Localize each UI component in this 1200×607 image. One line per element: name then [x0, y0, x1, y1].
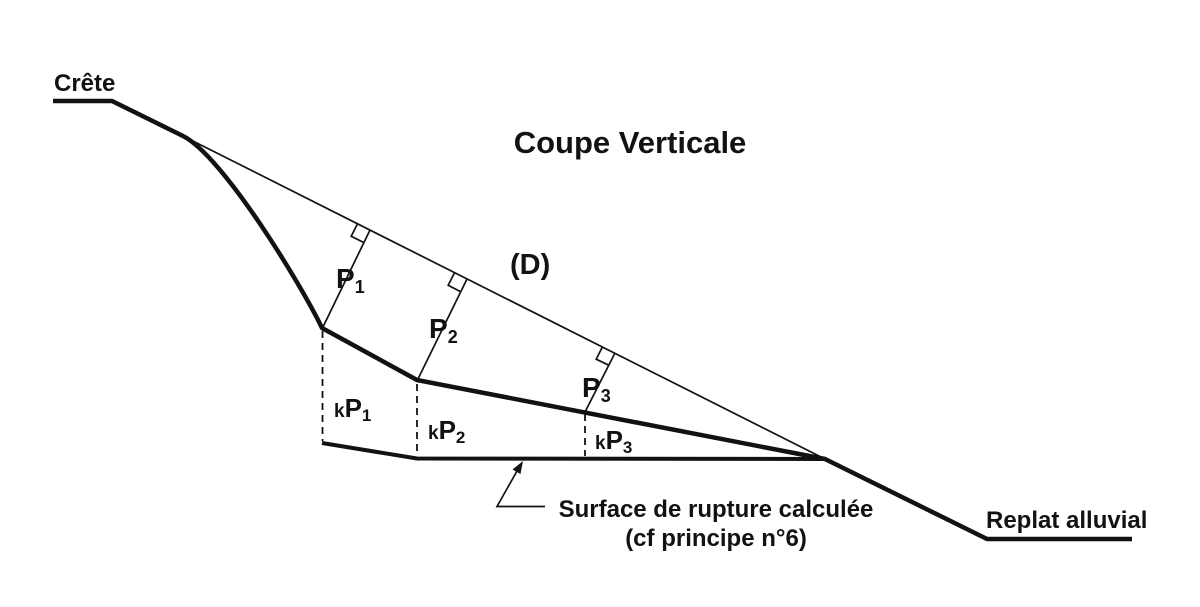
kp1-label: kP1 [334, 393, 371, 425]
failure-surface-caption-line1: Surface de rupture calculée [559, 496, 874, 523]
crete-label: Crête [54, 70, 115, 97]
p3-segment [584, 352, 616, 413]
failure-surface-line [321, 441, 826, 461]
page-title: Coupe Verticale [514, 125, 747, 160]
p1-segment [321, 229, 371, 330]
line-d-label: (D) [510, 249, 550, 281]
p2-label: P2 [429, 313, 458, 347]
terrain-profile-line [53, 98, 1132, 542]
kp3-label: kP3 [595, 425, 632, 457]
caption-leader-line [495, 470, 545, 508]
right-angle-marker-1 [350, 223, 365, 244]
replat-alluvial-label: Replat alluvial [986, 507, 1147, 534]
p3-label: P3 [582, 372, 611, 406]
kp2-label: kP2 [428, 415, 465, 447]
p2-segment [416, 278, 468, 382]
caption-leader-arrowhead [512, 461, 523, 474]
line-d [182, 135, 826, 460]
right-angle-marker-2 [447, 272, 462, 293]
failure-surface-caption-line2: (cf principe n°6) [625, 525, 807, 552]
p1-label: P1 [336, 263, 365, 297]
right-angle-marker-3 [595, 346, 610, 366]
